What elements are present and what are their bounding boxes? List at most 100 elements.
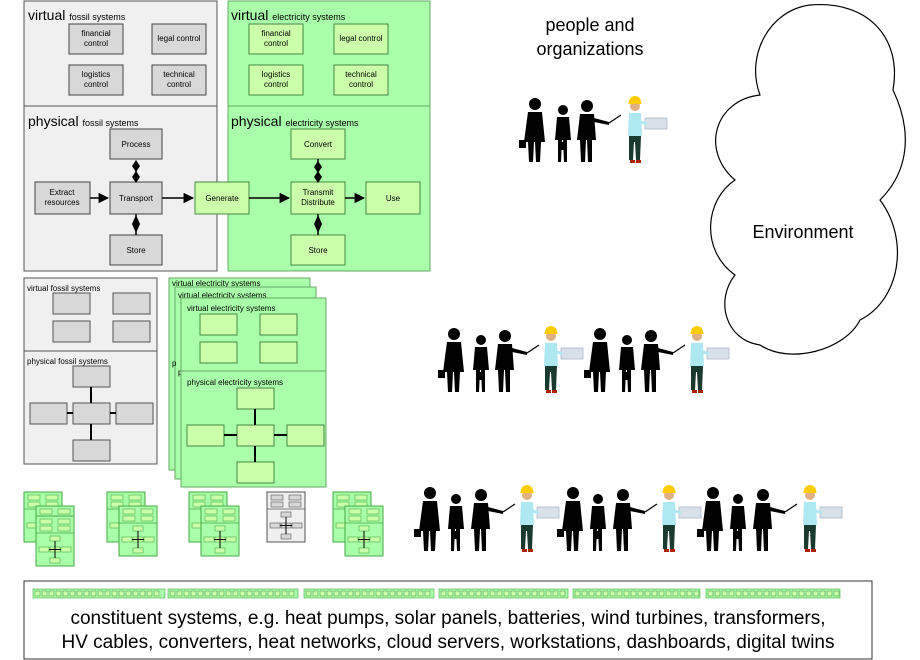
distribute-label: Distribute — [301, 198, 335, 207]
electric-store-label: Store — [308, 246, 328, 255]
use-label: Use — [386, 194, 401, 203]
person-worker-row3-4 — [518, 483, 561, 554]
e-logistics-control-box — [248, 64, 304, 96]
e-legal-label: legal control — [339, 34, 382, 43]
virtual-electricity-title: virtual electricity systems — [231, 7, 346, 23]
environment-cloud-shape — [710, 4, 906, 355]
person-woman-row1-2 — [555, 105, 571, 162]
person-worker-row3-8 — [660, 483, 703, 554]
e-logistics-label: logistics — [262, 70, 290, 79]
process-diamond — [132, 160, 140, 172]
top-electricity-panel: virtual electricity systems physical ele… — [194, 0, 431, 272]
person-pointer-row3-7 — [612, 488, 658, 552]
physical-electricity-title: physical electricity systems — [231, 113, 359, 129]
chip-group-5 — [572, 588, 701, 599]
chip-group-4 — [438, 588, 569, 599]
mini-stack-5-card-2 — [344, 505, 384, 557]
person-worker-row1-4 — [626, 94, 669, 165]
stack-card-1-label: virtual electricity systems — [172, 279, 260, 288]
people-title: people and organizations — [536, 15, 643, 59]
person-pointer-row2-3 — [494, 329, 540, 393]
person-biz-row3-9 — [697, 487, 723, 551]
generate-label: Generate — [205, 194, 239, 203]
person-biz-row3-5 — [557, 487, 583, 551]
physical-fossil-title: physical fossil systems — [28, 113, 139, 129]
transport-box — [109, 181, 163, 215]
person-woman-row2-2 — [473, 335, 489, 392]
person-biz-row1-1 — [519, 98, 545, 162]
environment-label: Environment — [752, 222, 853, 242]
mid-electricity-stack: virtual electricity systems virtual elec… — [168, 277, 327, 488]
logistics-control-box — [68, 64, 124, 96]
financial-control-label: financial — [81, 29, 111, 38]
e-financial-control-box — [248, 23, 304, 55]
person-woman-row3-10 — [730, 494, 746, 551]
transport-diamond-top — [132, 171, 140, 183]
transmit-diamond-bottom — [314, 215, 322, 233]
e-financial-label: financial — [261, 29, 291, 38]
mid-fossil-panel: virtual fossil systems physical fossil s… — [23, 277, 158, 465]
legal-control-box — [151, 23, 207, 55]
mini-stack-4-card-1 — [266, 491, 306, 543]
extract-label-2: resources — [44, 198, 79, 207]
logistics-control-label-2: control — [84, 80, 108, 89]
electric-store-box — [290, 234, 346, 266]
fossil-store-label: Store — [126, 246, 146, 255]
use-box — [365, 181, 421, 215]
person-woman-row3-6 — [590, 494, 606, 551]
financial-control-label-2: control — [84, 39, 108, 48]
constituent-text-line-2: HV cables, converters, heat networks, cl… — [61, 632, 834, 653]
person-worker-row2-8 — [688, 324, 731, 395]
e-technical-control-box — [333, 64, 389, 96]
constituent-text-line-1: constituent systems, e.g. heat pumps, so… — [70, 608, 825, 629]
virtual-fossil-title: virtual fossil systems — [28, 7, 126, 23]
convert-label: Convert — [304, 140, 333, 149]
generate-box — [194, 181, 250, 215]
technical-control-label-2: control — [167, 80, 191, 89]
mid-physical-fossil-label: physical fossil systems — [27, 357, 108, 366]
person-pointer-row3-3 — [470, 488, 516, 552]
person-biz-row2-5 — [584, 328, 610, 392]
environment-cloud: Environment — [710, 4, 906, 355]
process-box — [109, 128, 163, 160]
person-woman-row2-6 — [619, 335, 635, 392]
person-woman-row3-2 — [448, 494, 464, 551]
transmit-distribute-box — [290, 181, 346, 215]
constituent-chip-strip — [32, 588, 841, 599]
technical-control-box — [151, 64, 207, 96]
person-pointer-row2-7 — [640, 329, 686, 393]
e-technical-label-2: control — [349, 80, 373, 89]
process-label: Process — [122, 140, 151, 149]
person-pointer-row3-11 — [752, 488, 798, 552]
logistics-control-label: logistics — [82, 70, 110, 79]
person-biz-row3-1 — [414, 487, 440, 551]
constituent-systems-panel: constituent systems, e.g. heat pumps, so… — [23, 580, 873, 660]
mini-stack-2-card-2 — [118, 505, 158, 557]
person-pointer-row1-3 — [576, 99, 622, 163]
transmit-diamond-top — [314, 171, 322, 183]
mini-system-stacks — [23, 491, 384, 567]
person-worker-row2-4 — [542, 324, 585, 395]
person-worker-row3-12 — [801, 483, 844, 554]
e-legal-control-box — [333, 23, 389, 55]
mid-physical-electricity-label: physical electricity systems — [187, 378, 283, 387]
e-logistics-label-2: control — [264, 80, 288, 89]
extract-label: Extract — [50, 188, 76, 197]
technical-control-label: technical — [163, 70, 195, 79]
top-fossil-panel: virtual fossil systems physical fossil s… — [23, 0, 218, 272]
person-biz-row2-1 — [438, 328, 464, 392]
people-title-line-1: people and — [545, 15, 634, 35]
mini-stack-3-card-2 — [200, 505, 240, 557]
transport-label: Transport — [119, 194, 154, 203]
mid-virtual-electricity-label: virtual electricity systems — [187, 304, 275, 313]
mid-virtual-fossil-label: virtual fossil systems — [27, 284, 100, 293]
mini-stack-1-card-3 — [35, 515, 75, 567]
people-title-line-2: organizations — [536, 39, 643, 59]
e-financial-label-2: control — [264, 39, 288, 48]
transport-diamond-bottom — [132, 215, 140, 233]
legal-control-label: legal control — [157, 34, 200, 43]
convert-box — [290, 128, 346, 160]
financial-control-box — [68, 23, 124, 55]
convert-diamond — [314, 161, 322, 173]
